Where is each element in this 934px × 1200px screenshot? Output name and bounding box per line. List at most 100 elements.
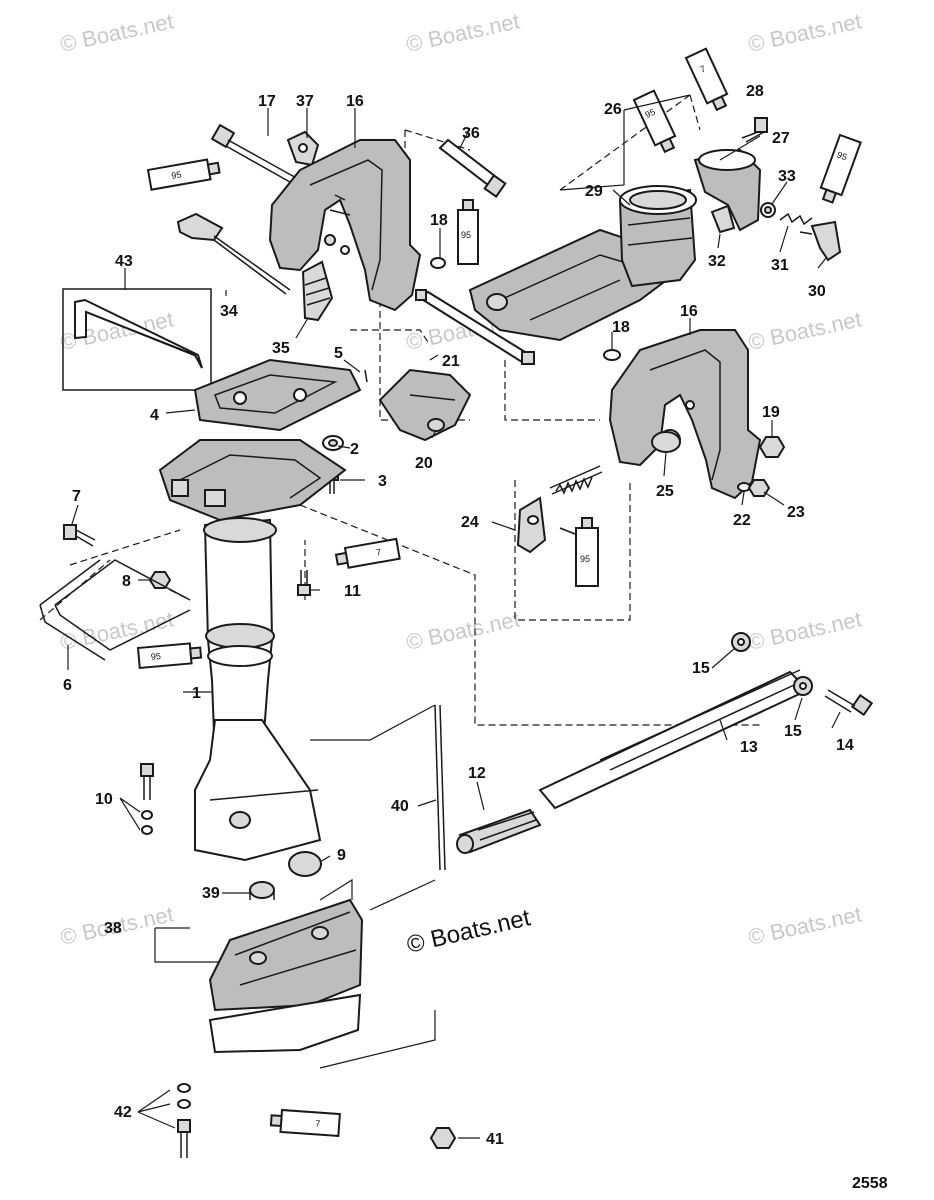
- tube-7-bottom: 7: [269, 1108, 341, 1138]
- part-20-lever: [378, 368, 472, 442]
- callout-1: 1: [192, 685, 201, 702]
- callout-29: 29: [585, 183, 603, 200]
- callout-21: 21: [442, 353, 460, 370]
- watermark-text: © Boats.net: [746, 901, 864, 949]
- callout-2: 2: [350, 441, 359, 458]
- callout-42: 42: [114, 1104, 132, 1121]
- part-7-bolt: [63, 524, 96, 547]
- callout-38: 38: [104, 920, 122, 937]
- part-11-bolt: [297, 570, 311, 596]
- tube-95-middle: 95: [575, 517, 599, 587]
- tube-7-top: 7: [684, 47, 729, 112]
- tube-label: 95: [836, 150, 849, 163]
- part-9-plug: [288, 851, 322, 877]
- part-5-pin: [364, 369, 368, 383]
- callout-15: 15: [784, 723, 802, 740]
- tube-label: 95: [171, 169, 183, 181]
- part-13-tiller: [538, 669, 810, 810]
- part-38-lower-housing: [208, 898, 364, 1054]
- part-32-block: [710, 204, 736, 234]
- part-35-boot: [301, 260, 334, 322]
- part-15-washer-b: [793, 676, 813, 696]
- callout-22: 22: [733, 512, 751, 529]
- tube-label: 95: [580, 554, 590, 564]
- part-19-nut: [758, 436, 786, 458]
- tube-95-upright: 95: [457, 199, 479, 265]
- part-16-bracket-lower: [608, 329, 762, 500]
- callout-25: 25: [656, 483, 674, 500]
- callout-28: 28: [746, 83, 764, 100]
- part-41-nut: [429, 1127, 457, 1149]
- part-24-lock-assembly: [516, 465, 603, 554]
- leader-lines: [67, 94, 841, 1139]
- callout-14: 14: [836, 737, 854, 754]
- callout-11: 11: [344, 583, 361, 600]
- part-39-plug: [249, 881, 275, 900]
- part-15-washer-a: [731, 632, 751, 652]
- callout-20: 20: [415, 455, 433, 472]
- tube-label: 7: [375, 547, 382, 558]
- callout-43: 43: [115, 253, 133, 270]
- tube-7-middle: 7: [334, 537, 401, 569]
- callout-15: 15: [692, 660, 710, 677]
- callout-7: 7: [72, 488, 81, 505]
- tube-label: 7: [698, 63, 707, 74]
- part-30-thumb-screw: [799, 220, 842, 262]
- callout-6: 6: [63, 677, 72, 694]
- figure-number: 2558: [852, 1175, 888, 1192]
- tube-95-lower-left: 95: [136, 642, 203, 670]
- watermark-text: © Boats.net: [746, 8, 864, 56]
- part-29-swivel-tube: [618, 185, 697, 288]
- part-18-washer-a: [430, 257, 446, 269]
- part-27-collar: [693, 148, 762, 232]
- part-14-bolt: [824, 689, 874, 717]
- callout-19: 19: [762, 404, 780, 421]
- part-6-bracket: [39, 559, 191, 661]
- part-16-bracket-upper: [268, 139, 422, 312]
- callout-16: 16: [680, 303, 698, 320]
- watermark-text: © Boats.net: [58, 8, 176, 56]
- callout-labels: 1 2 3 4 5 6 7 8 9 10 11 12 13 14 15 15 1…: [63, 83, 854, 1148]
- callout-34: 34: [220, 303, 238, 320]
- part-18-washer-b: [603, 349, 621, 361]
- callout-32: 32: [708, 253, 726, 270]
- callout-23: 23: [787, 504, 805, 521]
- callout-24: 24: [461, 514, 479, 531]
- part-10-bolt: [140, 763, 154, 835]
- callout-26: 26: [604, 101, 622, 118]
- callout-31: 31: [771, 257, 789, 274]
- callout-3: 3: [378, 473, 387, 490]
- callout-9: 9: [337, 847, 346, 864]
- callout-4: 4: [150, 407, 159, 424]
- callout-12: 12: [468, 765, 486, 782]
- callout-36: 36: [462, 125, 480, 142]
- callout-18: 18: [612, 319, 630, 336]
- part-4-gasket: [193, 358, 362, 432]
- watermark-text: © Boats.net: [404, 606, 522, 654]
- part-28-screw: [741, 117, 768, 143]
- grease-tubes: 95 95 7 95 95 7 95: [136, 47, 862, 1138]
- part-33-washer: [760, 202, 776, 218]
- watermark-text: © Boats.net: [746, 606, 864, 654]
- callout-10: 10: [95, 791, 113, 808]
- tube-label: 7: [315, 1118, 321, 1128]
- callout-16: 16: [346, 93, 364, 110]
- callout-40: 40: [391, 798, 409, 815]
- part-1-driveshaft-housing: [158, 439, 347, 862]
- callout-17: 17: [258, 93, 276, 110]
- callout-39: 39: [202, 885, 220, 902]
- tube-95-right: 95: [819, 133, 862, 204]
- part-31-spring: [779, 212, 813, 226]
- callout-8: 8: [122, 573, 131, 590]
- callout-13: 13: [740, 739, 758, 756]
- part-40-stud: [434, 704, 446, 871]
- callout-27: 27: [772, 130, 790, 147]
- part-21-shaft: [415, 289, 535, 365]
- callout-5: 5: [334, 345, 343, 362]
- watermark-text: © Boats.net: [746, 306, 864, 354]
- tube-95-left: 95: [146, 158, 221, 191]
- part-22-washer: [737, 482, 751, 492]
- callout-18: 18: [430, 212, 448, 229]
